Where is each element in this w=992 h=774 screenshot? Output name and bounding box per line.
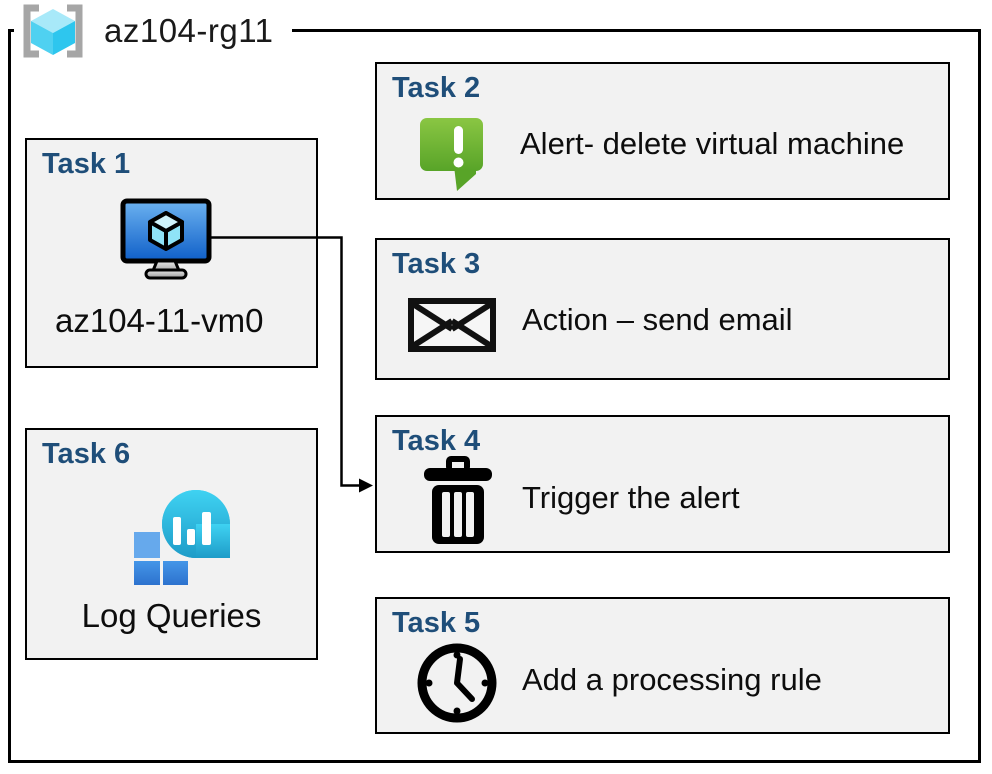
- virtual-machine-icon: [120, 198, 212, 280]
- task4-header: Task 4: [392, 425, 481, 457]
- resource-group-name: az104-rg11: [104, 12, 274, 49]
- email-icon: [408, 298, 496, 352]
- task4-label: Trigger the alert: [522, 480, 740, 515]
- task3-box: Task 3 Action – send email: [375, 238, 950, 380]
- task6-label: Log Queries: [81, 597, 262, 634]
- clock-icon: [415, 642, 499, 724]
- task4-box: Task 4 Trigger the alert: [375, 415, 950, 553]
- task2-header: Task 2: [392, 72, 481, 104]
- log-queries-icon: [132, 486, 232, 586]
- task2-box: Task 2 Alert- delete virtual machine: [375, 62, 950, 200]
- task1-box: Task 1 az104-11-vm0: [25, 138, 318, 368]
- task1-header: Task 1: [42, 148, 131, 180]
- task2-label: Alert- delete virtual machine: [520, 126, 905, 161]
- task5-label: Add a processing rule: [522, 662, 822, 697]
- task3-label: Action – send email: [522, 302, 793, 337]
- task1-label: az104-11-vm0: [55, 302, 264, 339]
- task6-header: Task 6: [42, 438, 131, 470]
- alert-icon: [418, 116, 486, 194]
- trash-icon: [422, 454, 494, 546]
- task5-header: Task 5: [392, 607, 481, 639]
- task5-box: Task 5 Add a processing rule: [375, 597, 950, 734]
- resource-group-icon: [18, 4, 88, 58]
- task3-header: Task 3: [392, 248, 481, 280]
- task6-box: Task 6: [25, 428, 318, 660]
- resource-group-label: az104-rg11: [14, 3, 292, 59]
